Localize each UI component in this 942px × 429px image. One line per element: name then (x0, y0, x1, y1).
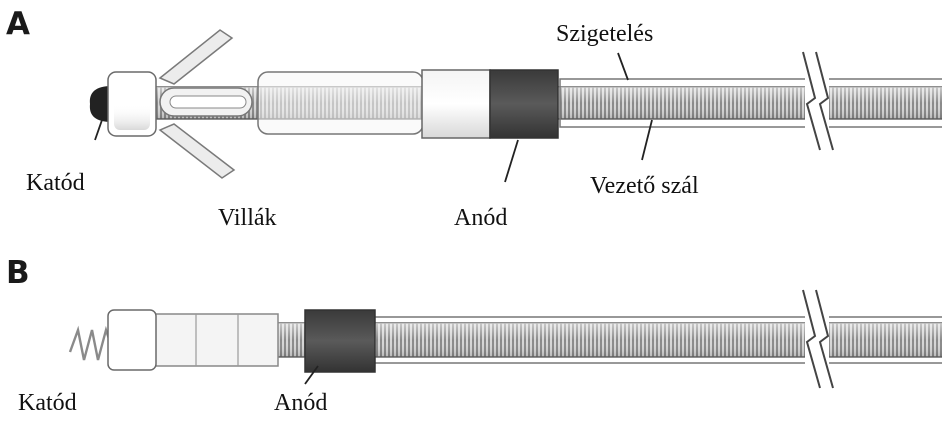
label-anode-b: Anód (274, 390, 327, 416)
insulation-tube-a (559, 78, 942, 128)
break-mark-b (802, 289, 834, 389)
anode-ring-light (421, 69, 491, 139)
label-prongs: Villák (218, 205, 277, 231)
panel-b-letter: B (6, 255, 30, 291)
label-wire: Vezető szál (590, 173, 699, 199)
leader-wire (641, 119, 653, 161)
leader-insulation (617, 52, 629, 81)
panel-a: A Szige (6, 6, 942, 231)
leader-anode-a (504, 139, 519, 183)
cathode-cap-b (107, 309, 157, 371)
anode-ring-dark (489, 69, 559, 139)
prongs-graphic (158, 29, 236, 179)
helix-cathode-b (68, 325, 114, 361)
panel-a-letter: A (6, 6, 30, 42)
cathode-tip-a (89, 86, 112, 122)
anode-ring-b (304, 309, 376, 373)
label-insulation: Szigetelés (556, 21, 653, 47)
label-anode-a: Anód (454, 205, 507, 231)
leader-anode-b (304, 365, 319, 385)
break-mark-a (802, 51, 834, 151)
sleeve-a (257, 71, 424, 135)
label-cathode-a: Katód (26, 170, 85, 196)
leader-cathode-a (94, 119, 103, 141)
panel-b: B Katód Anód (6, 255, 942, 416)
sleeve-b (153, 313, 279, 367)
label-cathode-b: Katód (18, 390, 77, 416)
